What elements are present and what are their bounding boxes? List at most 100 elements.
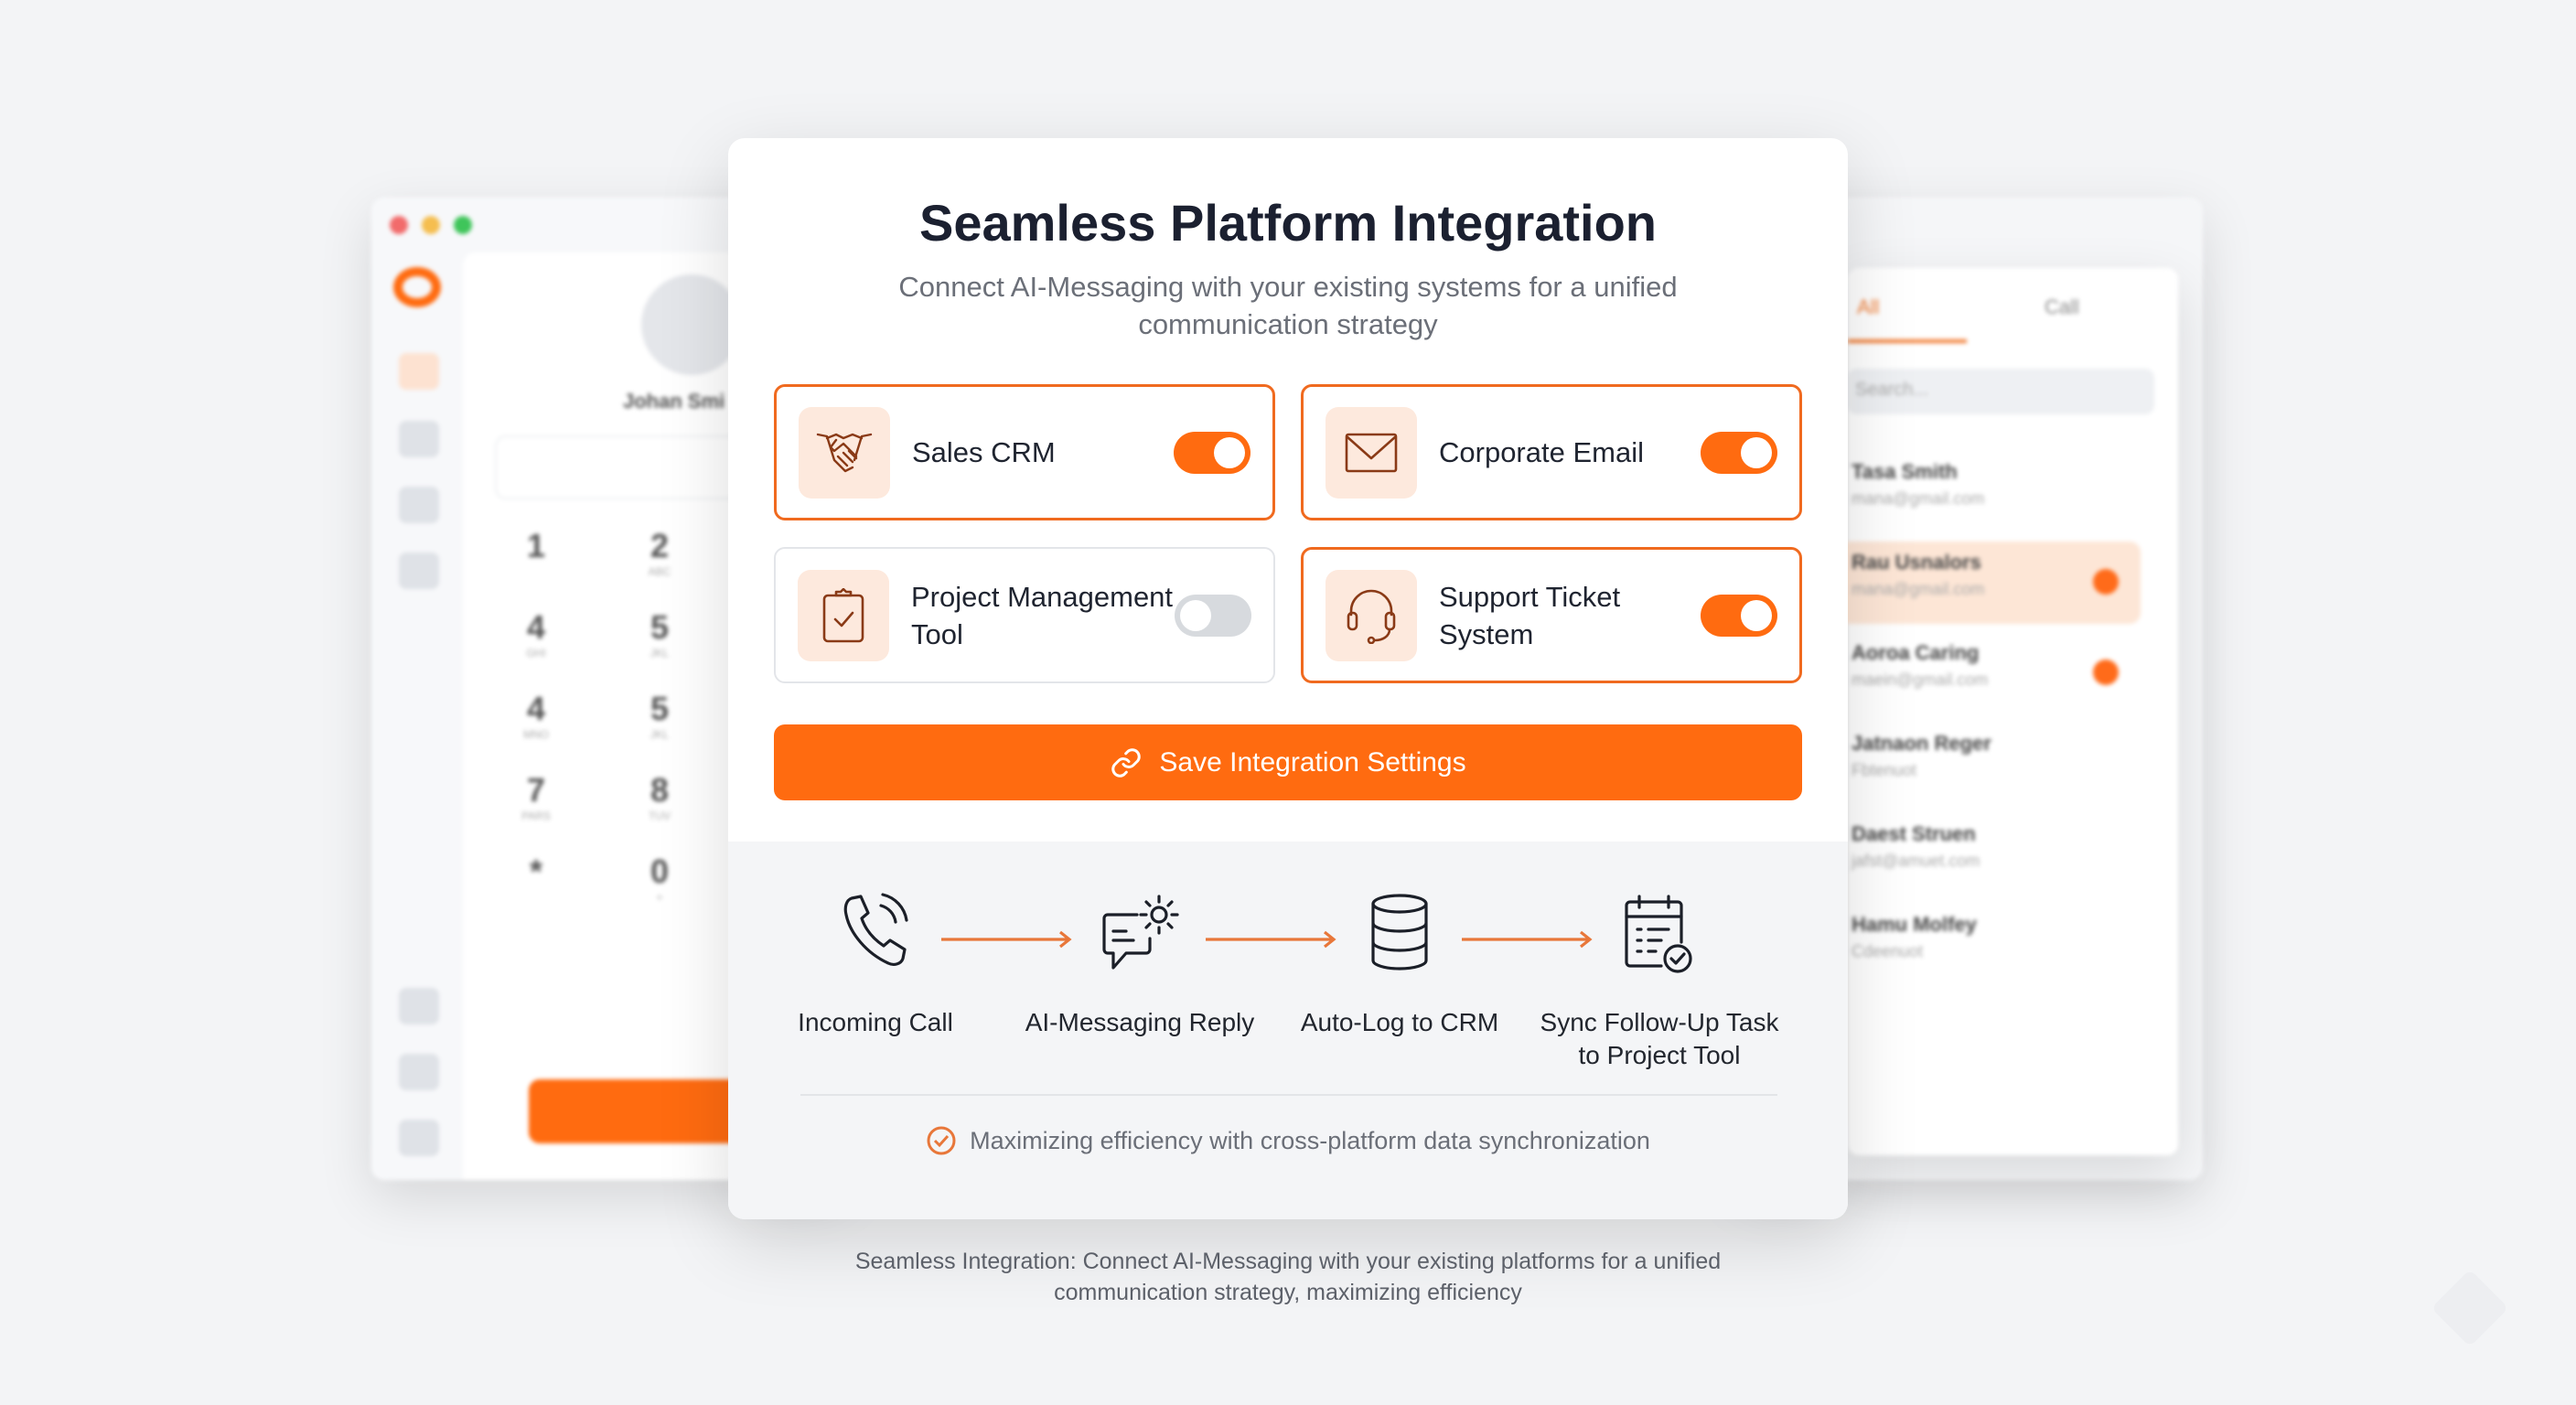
- contact-email: jafst@amuet.com: [1852, 852, 1980, 870]
- project-management-toggle[interactable]: [1175, 594, 1251, 637]
- sidebar-info-icon[interactable]: [399, 1054, 439, 1090]
- dial-key[interactable]: 0+: [623, 853, 696, 904]
- sidebar-phone-icon[interactable]: [399, 353, 439, 390]
- contact-list-item[interactable]: Aoroa Caring maein@gmail.com: [1839, 632, 2141, 714]
- contact-list-item[interactable]: Rau Usnalors mana@gmail.com: [1839, 542, 2141, 624]
- handshake-icon: [799, 406, 890, 499]
- dial-digit: 4: [526, 608, 546, 646]
- integration-card-corporate-email[interactable]: Corporate Email: [1301, 384, 1802, 520]
- link-icon: [1111, 747, 1142, 778]
- dialog-title: Seamless Platform Integration: [918, 194, 1657, 252]
- caption: Seamless Integration: Connect AI-Messagi…: [854, 1249, 1722, 1305]
- flow-step-label: Sync Follow-Up Task to Project Tool: [1540, 1008, 1779, 1069]
- corporate-email-toggle[interactable]: [1701, 431, 1777, 474]
- integration-label: Project Management Tool: [911, 580, 1174, 650]
- support-ticket-toggle[interactable]: [1701, 594, 1777, 637]
- contact-name: Johan Smi: [623, 390, 725, 413]
- search-input[interactable]: Search...: [1848, 369, 2154, 414]
- app-logo: [393, 267, 441, 307]
- flow-step-sync-task: Sync Follow-Up Task to Project Tool: [1527, 893, 1792, 1072]
- clipboard-check-icon: [798, 569, 889, 661]
- sales-crm-toggle[interactable]: [1174, 431, 1250, 474]
- window-minimize-button[interactable]: [422, 216, 440, 234]
- tab-indicator: [1848, 339, 1967, 343]
- integration-label: Sales CRM: [912, 436, 1056, 468]
- contact-email: Fbtenuot: [1852, 761, 1917, 779]
- integration-label: Corporate Email: [1439, 436, 1644, 468]
- dial-letters: +: [656, 891, 663, 904]
- sidebar-chat-icon[interactable]: [399, 421, 439, 457]
- phone-ringing-icon: [743, 893, 1008, 973]
- contact-name: Aoroa Caring: [1852, 641, 1980, 664]
- dial-key[interactable]: *: [499, 853, 573, 891]
- dial-digit: 0: [649, 853, 670, 890]
- contact-name: Jatnaon Reger: [1852, 732, 1991, 755]
- sidebar-database-icon[interactable]: [399, 552, 439, 589]
- dialog-subtitle: Connect AI-Messaging with your existing …: [898, 271, 1678, 340]
- contact-name: Tasa Smith: [1852, 460, 1958, 483]
- dial-letters: TUV: [649, 810, 671, 822]
- dial-digit: 4: [526, 690, 546, 727]
- contact-email: maein@gmail.com: [1852, 670, 1989, 689]
- integration-card-sales-crm[interactable]: Sales CRM: [774, 384, 1275, 520]
- integration-dialog: Seamless Platform Integration Connect AI…: [728, 138, 1848, 1219]
- check-circle-icon: [927, 1126, 956, 1155]
- divider: [800, 1094, 1777, 1096]
- sidebar-contacts-icon[interactable]: [399, 487, 439, 523]
- integration-card-support-ticket[interactable]: Support Ticket System: [1301, 547, 1802, 683]
- dial-letters: ABC: [648, 565, 671, 578]
- arrow-right-icon: [1206, 930, 1336, 949]
- avatar: [641, 274, 742, 375]
- footer-note-text: Maximizing efficiency with cross-platfor…: [970, 1126, 1650, 1154]
- flow-step-label: Auto-Log to CRM: [1300, 1008, 1499, 1036]
- sparkle-watermark-icon: [2431, 1269, 2509, 1347]
- dial-digit: 2: [649, 527, 670, 564]
- flow-step-label: AI-Messaging Reply: [1025, 1008, 1255, 1036]
- arrow-right-icon: [941, 930, 1072, 949]
- sidebar-help-icon[interactable]: [399, 988, 439, 1024]
- contact-name: Hamu Molfey: [1852, 913, 1977, 936]
- unread-badge: [2093, 660, 2119, 685]
- save-button-label: Save Integration Settings: [1159, 746, 1466, 778]
- dial-digit: 5: [649, 690, 670, 727]
- sidebar-logout-icon[interactable]: [399, 1120, 439, 1156]
- tab-call[interactable]: Call: [2045, 295, 2079, 318]
- flow-step-auto-log: Auto-Log to CRM: [1267, 893, 1532, 1039]
- calendar-check-icon: [1527, 893, 1792, 973]
- window-maximize-button[interactable]: [454, 216, 472, 234]
- contact-email: mana@gmail.com: [1852, 580, 1985, 598]
- contact-name: Rau Usnalors: [1852, 551, 1981, 574]
- dial-letters: JKL: [649, 647, 670, 660]
- flow-step-label: Incoming Call: [798, 1008, 953, 1036]
- flow-step-ai-reply: AI-Messaging Reply: [1007, 893, 1272, 1039]
- flow-step-incoming-call: Incoming Call: [743, 893, 1008, 1039]
- headset-icon: [1326, 569, 1417, 661]
- footer-note: Maximizing efficiency with cross-platfor…: [728, 1125, 1848, 1156]
- dial-key[interactable]: 1: [499, 527, 573, 565]
- window-close-button[interactable]: [390, 216, 408, 234]
- dial-digit: 5: [649, 608, 670, 646]
- dial-letters: PARS: [521, 810, 551, 822]
- database-icon: [1267, 893, 1532, 973]
- dial-letters: MNO: [523, 728, 549, 741]
- integration-card-project-management[interactable]: Project Management Tool: [774, 547, 1275, 683]
- dial-digit: 8: [649, 771, 670, 809]
- contact-email: Cdeenuot: [1852, 942, 1924, 960]
- save-integration-settings-button[interactable]: Save Integration Settings: [774, 724, 1802, 800]
- dial-letters: JKL: [649, 728, 670, 741]
- tab-all[interactable]: All: [1857, 295, 1880, 318]
- arrow-right-icon: [1462, 930, 1593, 949]
- integration-label: Support Ticket System: [1439, 580, 1621, 650]
